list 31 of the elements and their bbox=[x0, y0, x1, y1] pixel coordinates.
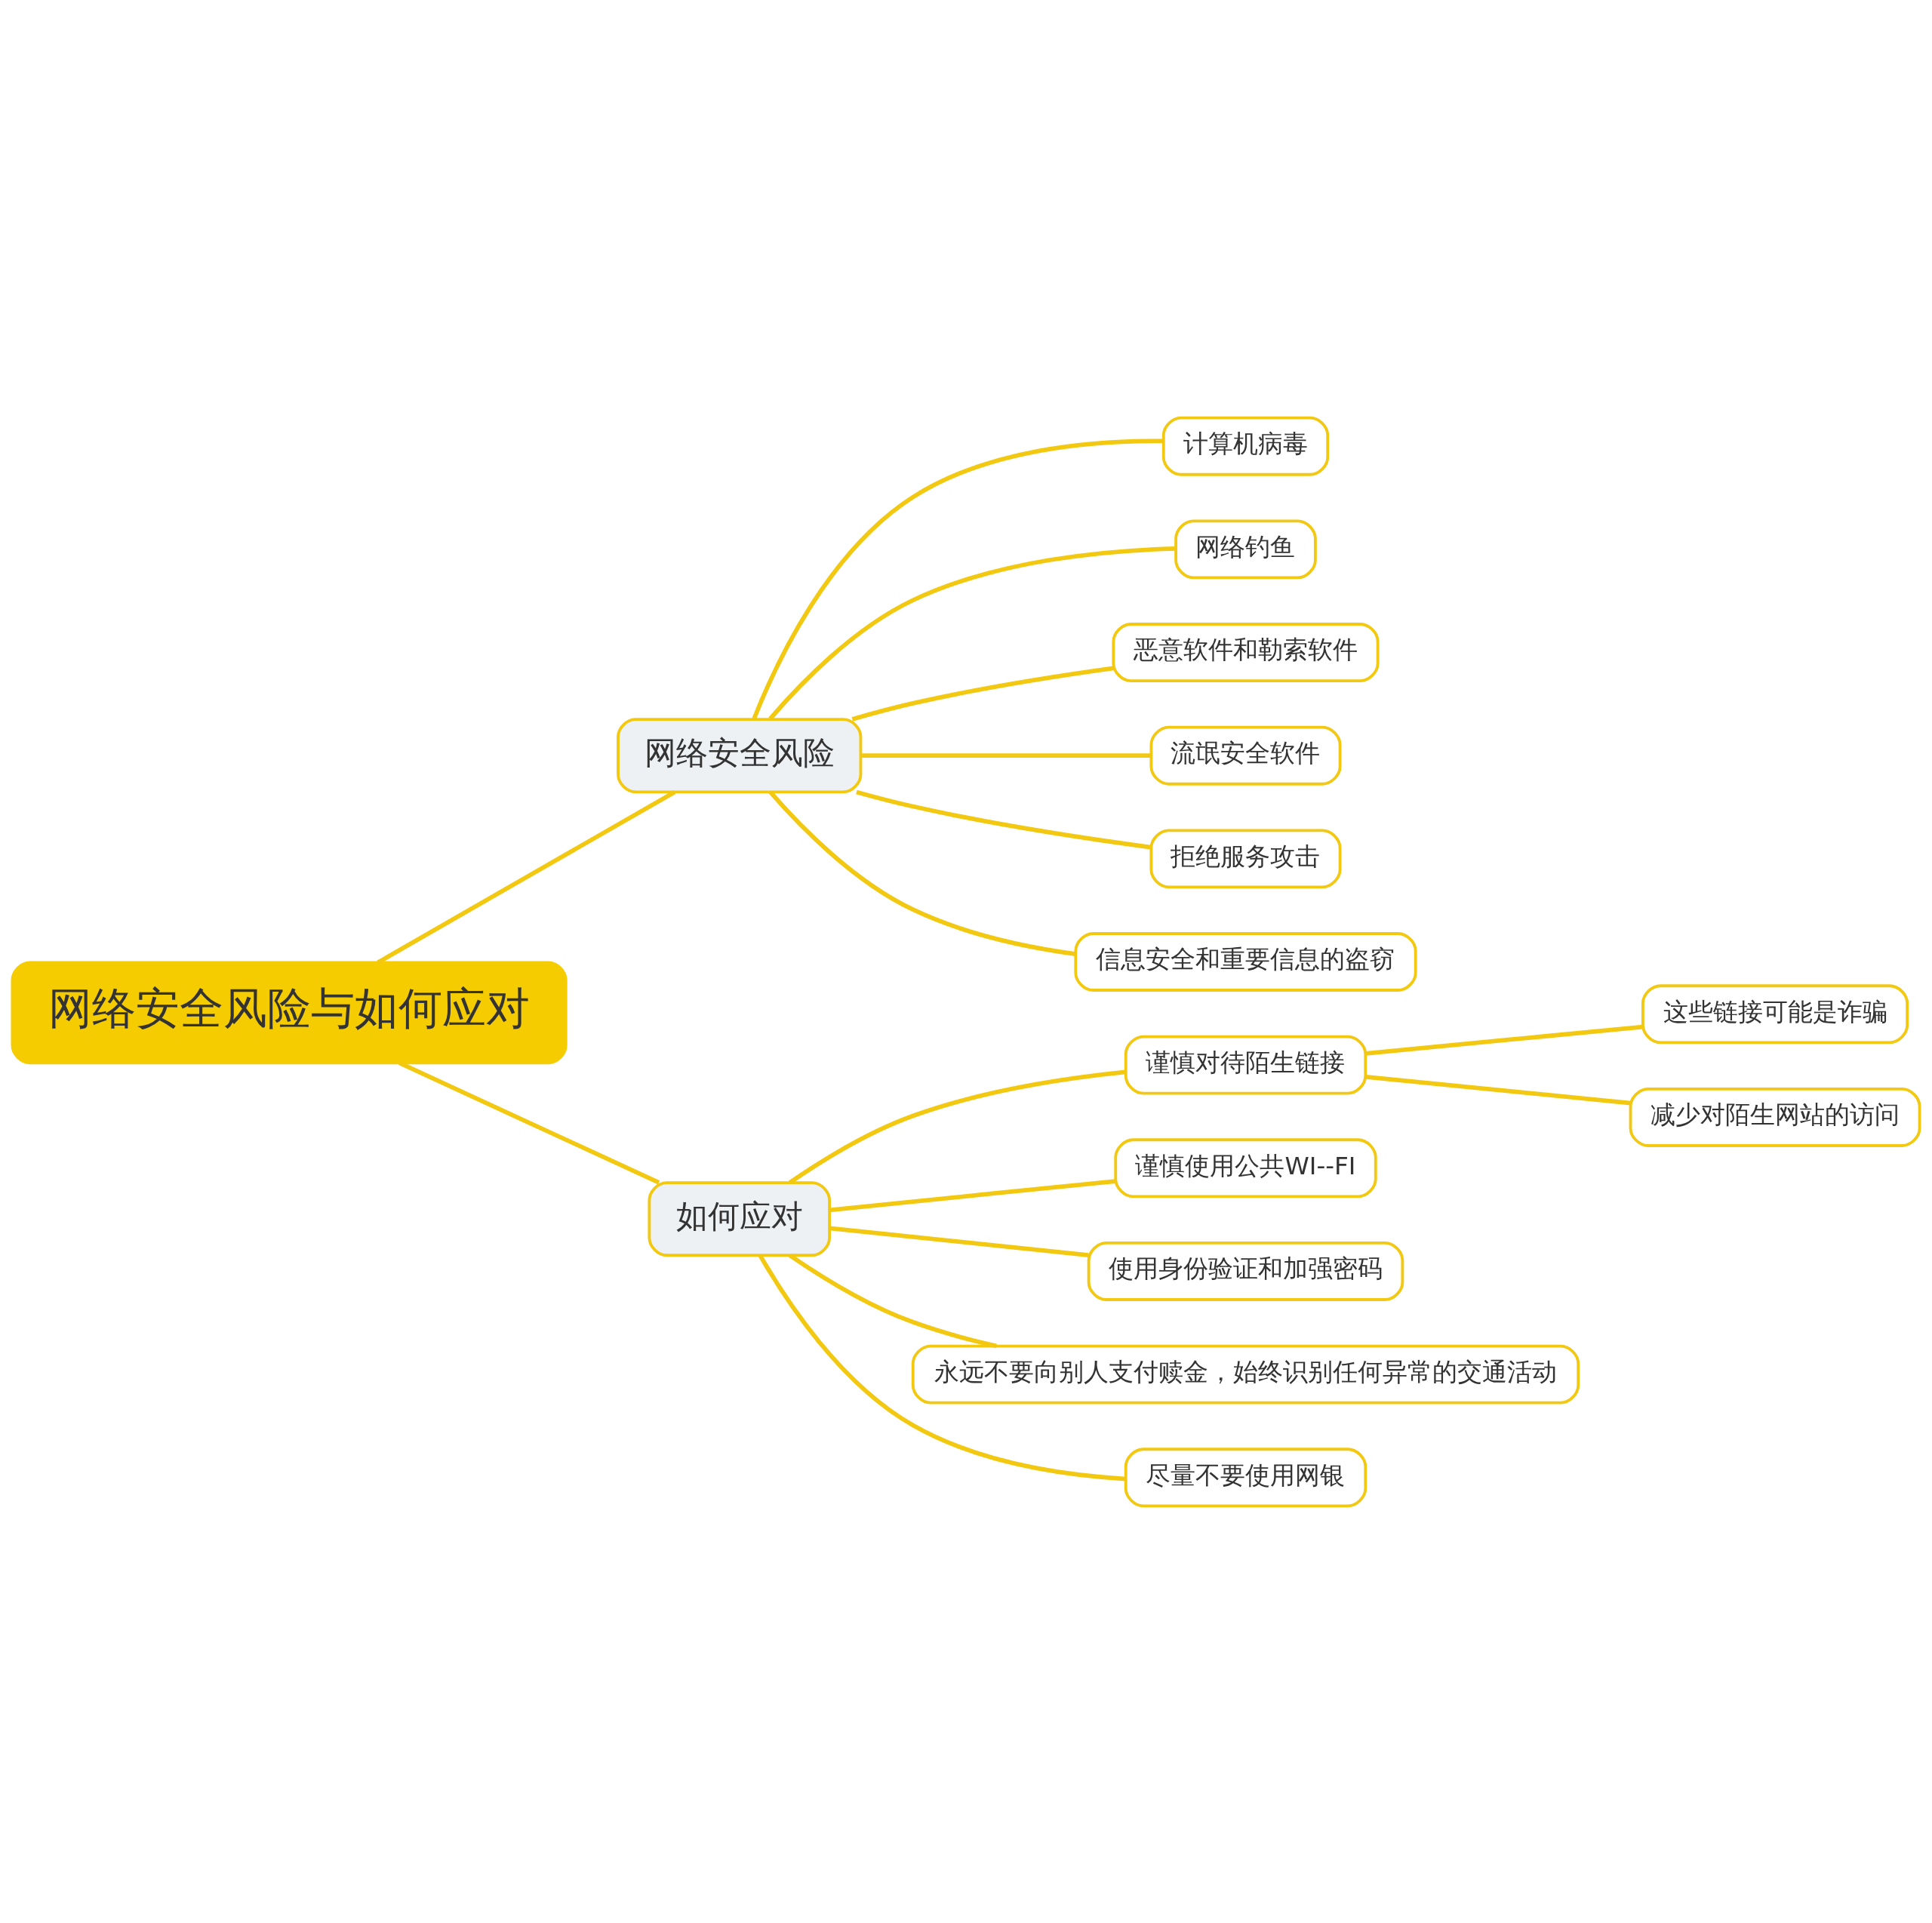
connector bbox=[851, 666, 1114, 722]
node-box: 信息安全和重要信息的盗窃 bbox=[1074, 931, 1417, 992]
node-box: 谨慎对待陌生链接 bbox=[1124, 1035, 1367, 1095]
connector bbox=[1365, 1074, 1631, 1105]
connector bbox=[398, 1060, 660, 1184]
node-box: 计算机病毒 bbox=[1161, 416, 1330, 476]
connector bbox=[860, 752, 1152, 758]
connector bbox=[768, 790, 1076, 956]
node-box: 网络钓鱼 bbox=[1174, 518, 1317, 579]
node-box: 流氓安全软件 bbox=[1149, 725, 1342, 786]
connector bbox=[856, 789, 1152, 850]
connector bbox=[768, 546, 1176, 720]
connector bbox=[829, 1226, 1089, 1257]
node-box: 减少对陌生网站的访问 bbox=[1629, 1087, 1921, 1147]
node-box: 永远不要向别人支付赎金，始终识别任何异常的交通活动 bbox=[911, 1344, 1580, 1405]
connector bbox=[829, 1178, 1116, 1212]
node-box: 如何应对 bbox=[648, 1180, 831, 1257]
node-box: 这些链接可能是诈骗 bbox=[1641, 983, 1909, 1044]
node-box: 使用身份验证和加强密码 bbox=[1087, 1241, 1404, 1301]
node-box: 网络安全风险与如何应对 bbox=[11, 961, 568, 1064]
node-box: 恶意软件和勒索软件 bbox=[1112, 622, 1380, 682]
node-box: 谨慎使用公共WI--FI bbox=[1114, 1137, 1377, 1198]
connector bbox=[1365, 1024, 1644, 1056]
node-box: 拒绝服务攻击 bbox=[1149, 828, 1342, 888]
connector bbox=[789, 1253, 997, 1348]
connector bbox=[788, 1069, 1126, 1184]
connector bbox=[752, 438, 1163, 720]
node-box: 尽量不要使用网银 bbox=[1124, 1447, 1367, 1507]
connector bbox=[377, 789, 676, 965]
node-box: 网络安全风险 bbox=[617, 717, 863, 793]
connector bbox=[758, 1254, 1126, 1481]
